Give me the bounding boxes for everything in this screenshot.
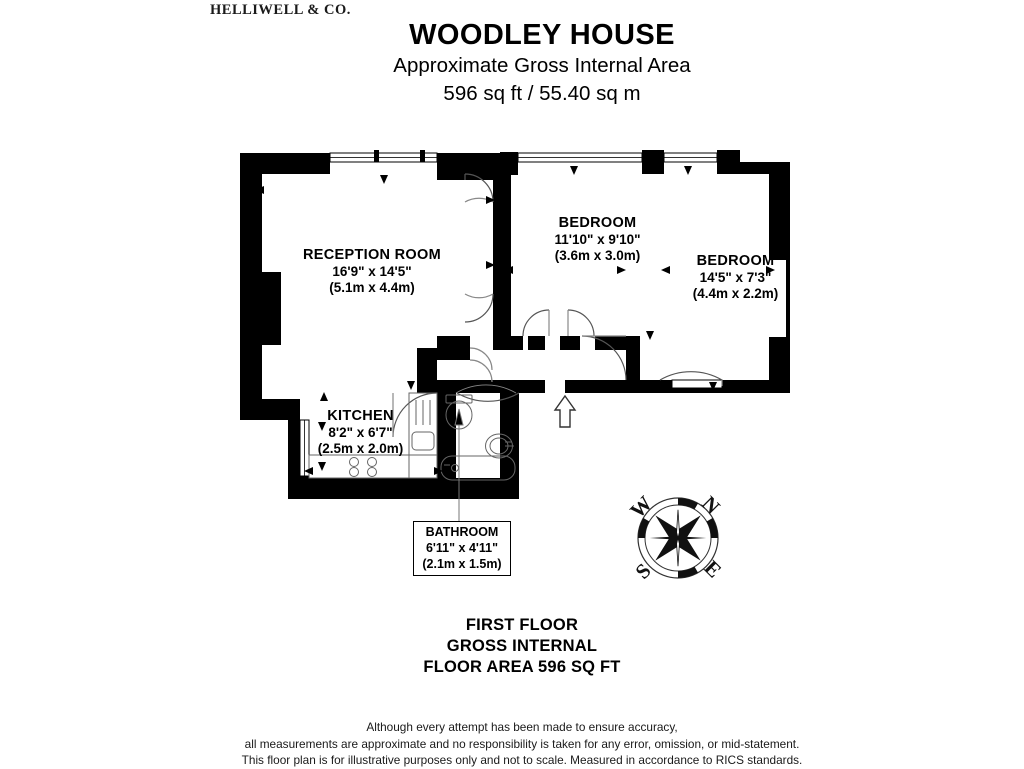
floor-summary-line-2: GROSS INTERNAL bbox=[446, 637, 598, 655]
disclaimer-line-2: all measurements are approximate and no … bbox=[244, 736, 800, 751]
floor-summary: FIRST FLOOR GROSS INTERNAL FLOOR AREA 59… bbox=[0, 615, 1024, 678]
bathroom-metric: (2.1m x 1.5m) bbox=[422, 557, 502, 571]
title-block: WOODLEY HOUSE Approximate Gross Internal… bbox=[0, 18, 1024, 108]
room-label-bedroom-1: BEDROOM 11'10" x 9'10" (3.6m x 3.0m) bbox=[505, 215, 690, 265]
disclaimer-line-3: This floor plan is for illustrative purp… bbox=[241, 753, 803, 767]
bathroom-imperial: 6'11" x 4'11" bbox=[425, 541, 499, 555]
compass-rose: N E S W bbox=[625, 491, 726, 584]
floor-summary-line-1: FIRST FLOOR bbox=[465, 616, 579, 634]
reception-metric: (5.1m x 4.4m) bbox=[329, 280, 415, 295]
entrance-arrow-icon bbox=[553, 394, 577, 428]
page-title: WOODLEY HOUSE bbox=[409, 19, 675, 51]
dimension-markers bbox=[255, 166, 775, 475]
kitchen-hob-icon bbox=[308, 454, 438, 479]
door-swings bbox=[392, 173, 723, 438]
area-value: 596 sq ft / 55.40 sq m bbox=[443, 82, 641, 105]
fixtures bbox=[308, 392, 516, 481]
bedroom2-name: BEDROOM bbox=[696, 253, 775, 269]
basin-icon bbox=[485, 433, 514, 459]
room-label-kitchen: KITCHEN 8'2" x 6'7" (2.5m x 2.0m) bbox=[268, 408, 453, 458]
bedroom1-imperial: 11'10" x 9'10" bbox=[554, 231, 641, 247]
company-logo: HELLIWELL & CO. bbox=[210, 2, 351, 18]
kitchen-metric: (2.5m x 2.0m) bbox=[317, 441, 404, 456]
bedroom2-metric: (4.4m x 2.2m) bbox=[692, 286, 779, 301]
kitchen-imperial: 8'2" x 6'7" bbox=[328, 424, 393, 440]
disclaimer: Although every attempt has been made to … bbox=[0, 719, 1024, 769]
room-label-reception: RECEPTION ROOM 16'9" x 14'5" (5.1m x 4.4… bbox=[232, 247, 512, 297]
bathroom-name: BATHROOM bbox=[425, 525, 499, 539]
reception-name: RECEPTION ROOM bbox=[303, 247, 441, 263]
room-label-bedroom-2: BEDROOM 14'5" x 7'3" (4.4m x 2.2m) bbox=[648, 253, 823, 303]
kitchen-sink-icon bbox=[411, 431, 435, 451]
room-label-bathroom: BATHROOM 6'11" x 4'11" (2.1m x 1.5m) bbox=[413, 521, 511, 576]
compass-south-label: S bbox=[630, 558, 655, 583]
area-caption: Approximate Gross Internal Area bbox=[393, 54, 691, 77]
bathtub-icon bbox=[440, 455, 516, 481]
bedroom2-imperial: 14'5" x 7'3" bbox=[699, 269, 772, 285]
bedroom1-name: BEDROOM bbox=[558, 215, 637, 231]
bathroom-leader-line bbox=[454, 408, 464, 521]
bedroom1-metric: (3.6m x 3.0m) bbox=[554, 248, 641, 263]
reception-imperial: 16'9" x 14'5" bbox=[332, 263, 412, 279]
floor-summary-line-3: FLOOR AREA 596 SQ FT bbox=[423, 658, 621, 676]
disclaimer-line-1: Although every attempt has been made to … bbox=[366, 720, 678, 734]
kitchen-name: KITCHEN bbox=[327, 408, 394, 424]
